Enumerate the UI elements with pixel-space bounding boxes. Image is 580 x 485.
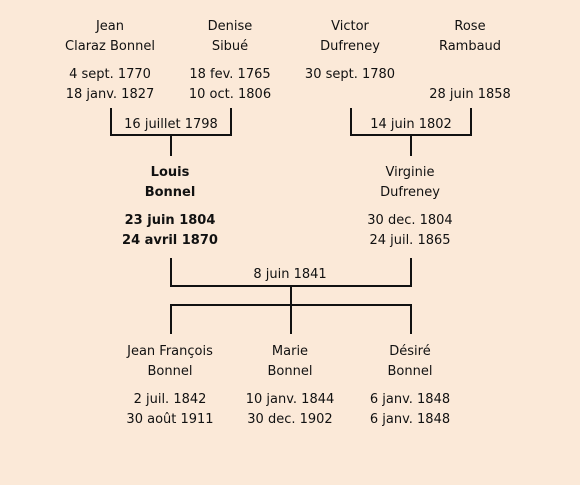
person-last-name: Sibué	[211, 39, 249, 54]
connector-line	[170, 258, 172, 286]
person-jean-francois-bonnel: Jean François Bonnel 2 juil. 1842 30 aoû…	[100, 342, 240, 430]
person-first-name: Jean François	[127, 344, 213, 359]
person-last-name: Bonnel	[147, 364, 193, 379]
person-birth-date: 6 janv. 1848	[369, 392, 451, 407]
marriage-date-left: 16 juillet 1798	[124, 117, 218, 132]
person-first-name: Marie	[271, 344, 309, 359]
person-last-name: Claraz Bonnel	[65, 39, 155, 54]
person-last-name: Dufreney	[320, 39, 380, 54]
connector-line	[410, 134, 412, 156]
marriage-date-parents: 8 juin 1841	[253, 267, 327, 282]
person-victor-dufreney: Victor Dufreney 30 sept. 1780	[280, 17, 420, 105]
person-jean-claraz-bonnel: Jean Claraz Bonnel 4 sept. 1770 18 janv.…	[40, 17, 180, 105]
person-last-name: Bonnel	[387, 364, 433, 379]
connector-line	[410, 304, 412, 334]
person-first-name: Désiré	[389, 344, 431, 359]
person-death-date: 30 août 1911	[126, 412, 214, 427]
person-last-name: Bonnel	[267, 364, 313, 379]
person-birth-date: 30 sept. 1780	[304, 67, 396, 82]
person-birth-date: 2 juil. 1842	[133, 392, 207, 407]
connector-line	[350, 108, 352, 136]
person-desire-bonnel: Désiré Bonnel 6 janv. 1848 6 janv. 1848	[340, 342, 480, 430]
person-death-date: 28 juin 1858	[429, 87, 511, 102]
person-death-date: 10 oct. 1806	[188, 87, 272, 102]
person-louis-bonnel: Louis Bonnel 23 juin 1804 24 avril 1870	[100, 163, 240, 251]
person-birth-date	[400, 65, 540, 85]
person-death-date: 24 juil. 1865	[369, 233, 451, 248]
person-birth-date: 10 janv. 1844	[245, 392, 335, 407]
person-death-date: 6 janv. 1848	[369, 412, 451, 427]
person-last-name: Bonnel	[144, 185, 196, 200]
person-death-date: 18 janv. 1827	[65, 87, 155, 102]
person-death-date: 24 avril 1870	[122, 233, 218, 248]
person-last-name: Rambaud	[438, 39, 502, 54]
person-first-name: Jean	[95, 19, 125, 34]
connector-line	[230, 108, 232, 136]
person-death-date	[280, 85, 420, 105]
connector-line	[290, 285, 292, 305]
person-first-name: Denise	[207, 19, 253, 34]
connector-line	[170, 134, 172, 156]
person-denise-sibue: Denise Sibué 18 fev. 1765 10 oct. 1806	[160, 17, 300, 105]
person-first-name: Louis	[150, 165, 190, 180]
person-first-name: Victor	[331, 19, 369, 34]
connector-line	[170, 304, 172, 334]
person-rose-rambaud: Rose Rambaud 28 juin 1858	[400, 17, 540, 105]
person-last-name: Dufreney	[380, 185, 440, 200]
person-birth-date: 4 sept. 1770	[69, 67, 151, 82]
marriage-date-right: 14 juin 1802	[370, 117, 452, 132]
person-birth-date: 18 fev. 1765	[189, 67, 271, 82]
person-first-name: Virginie	[385, 165, 435, 180]
connector-line	[470, 108, 472, 136]
person-birth-date: 30 dec. 1804	[367, 213, 453, 228]
person-first-name: Rose	[454, 19, 486, 34]
person-marie-bonnel: Marie Bonnel 10 janv. 1844 30 dec. 1902	[220, 342, 360, 430]
connector-line	[290, 304, 292, 334]
person-birth-date: 23 juin 1804	[124, 213, 216, 228]
connector-line	[410, 258, 412, 286]
connector-line	[110, 108, 112, 136]
person-death-date: 30 dec. 1902	[247, 412, 333, 427]
person-virginie-dufreney: Virginie Dufreney 30 dec. 1804 24 juil. …	[340, 163, 480, 251]
